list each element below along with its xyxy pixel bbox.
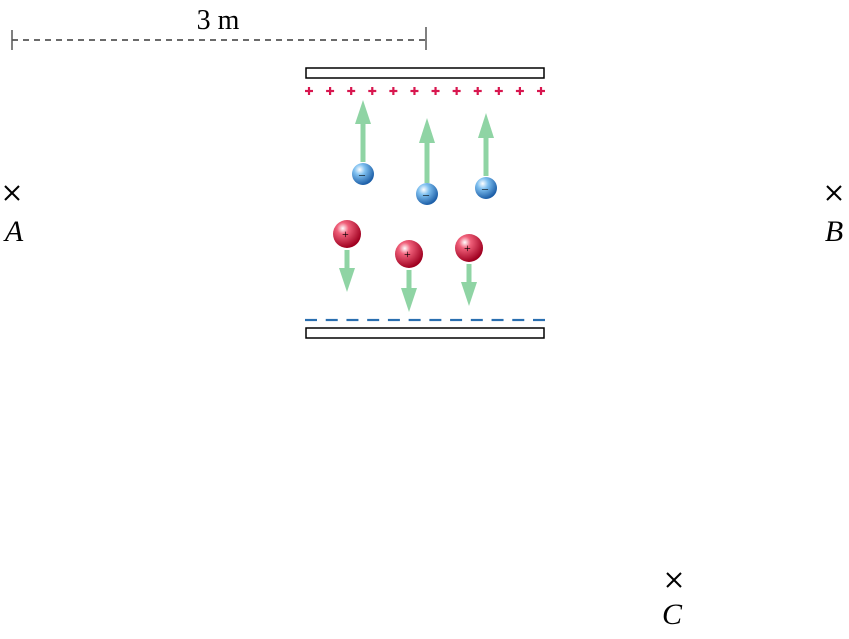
point-a-label: A (3, 215, 24, 248)
electron-sign: – (481, 181, 489, 195)
force-arrow-head (478, 113, 494, 138)
proton-sign: + (342, 227, 349, 241)
proton-sphere (333, 220, 361, 248)
point-c-marker-icon (666, 572, 682, 588)
point-c-label: C (662, 598, 683, 631)
proton-sphere (395, 240, 423, 268)
top-plate (305, 67, 545, 79)
point-b-label: B (825, 215, 843, 248)
proton: + (395, 240, 423, 312)
electrons: – – – (352, 100, 497, 205)
protons: + + + (333, 220, 483, 312)
point-a: A (3, 185, 24, 248)
scale-bar: 3 m (11, 5, 427, 50)
positive-charge-icon (537, 87, 545, 95)
positive-charge-icon (515, 87, 524, 95)
positive-charge-icon (494, 87, 503, 95)
positive-charge-icon (305, 87, 313, 95)
proton-sphere (455, 234, 483, 262)
positive-charge-icon (368, 87, 377, 95)
point-b-marker-icon (826, 185, 842, 201)
electron: – (352, 100, 374, 185)
electron-sphere (416, 183, 438, 205)
bottom-plate (305, 327, 545, 339)
electron: – (416, 118, 438, 205)
positive-charge-icon (473, 87, 482, 95)
electron-sphere (352, 163, 374, 185)
force-arrow-head (355, 100, 371, 124)
force-arrow-head (339, 268, 355, 292)
positive-charge-icon (452, 87, 461, 95)
point-a-marker-icon (4, 185, 20, 201)
top-plate-charges (305, 87, 545, 95)
proton: + (455, 234, 483, 306)
positive-charge-icon (347, 87, 356, 95)
electron-sphere (475, 177, 497, 199)
positive-charge-icon (326, 87, 335, 95)
positive-charge-icon (389, 87, 398, 95)
point-b: B (825, 185, 843, 248)
force-arrow-head (401, 288, 417, 312)
force-arrow-head (419, 118, 435, 143)
proton-sign: + (464, 241, 471, 255)
positive-charge-icon (410, 87, 419, 95)
electron: – (475, 113, 497, 199)
electron-sign: – (358, 167, 366, 181)
electron-sign: – (422, 187, 430, 201)
proton-sign: + (404, 247, 411, 261)
force-arrow-head (461, 282, 477, 306)
positive-charge-icon (431, 87, 440, 95)
proton: + (333, 220, 361, 292)
scale-bar-label: 3 m (197, 5, 240, 36)
point-c: C (662, 572, 683, 631)
